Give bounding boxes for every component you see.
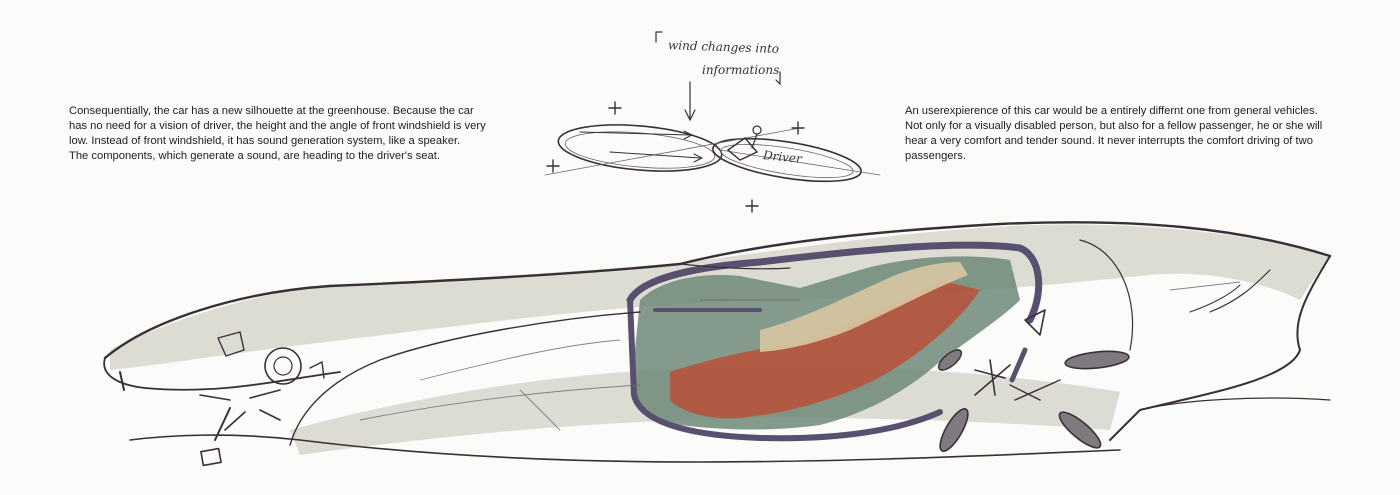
seat-red: [670, 280, 980, 419]
description-left: Consequentially, the car has a new silho…: [69, 104, 486, 164]
description-right-line: Not only for a visually disabled person,…: [905, 120, 1323, 132]
sketch-note-informations: informations: [702, 63, 780, 77]
vent-slot: [937, 349, 963, 371]
vent-slot: [939, 408, 969, 452]
seat-beige: [760, 262, 968, 352]
vent-slot: [1064, 350, 1130, 370]
description-left-line: Consequentially, the car has a new silho…: [69, 105, 474, 117]
description-left-line: has no need for a vision of driver, the …: [69, 120, 486, 132]
description-right-line: hear a very comfort and tender sound. It…: [905, 135, 1313, 147]
description-right-line: passengers.: [905, 150, 966, 162]
description-left-line: The components, which generate a sound, …: [69, 150, 440, 162]
description-left-line: low. Instead of front windshield, it has…: [69, 135, 461, 147]
vent-slot: [1058, 411, 1102, 449]
description-right: An userexpierence of this car would be a…: [905, 104, 1322, 164]
description-right-line: An userexpierence of this car would be a…: [905, 105, 1318, 117]
